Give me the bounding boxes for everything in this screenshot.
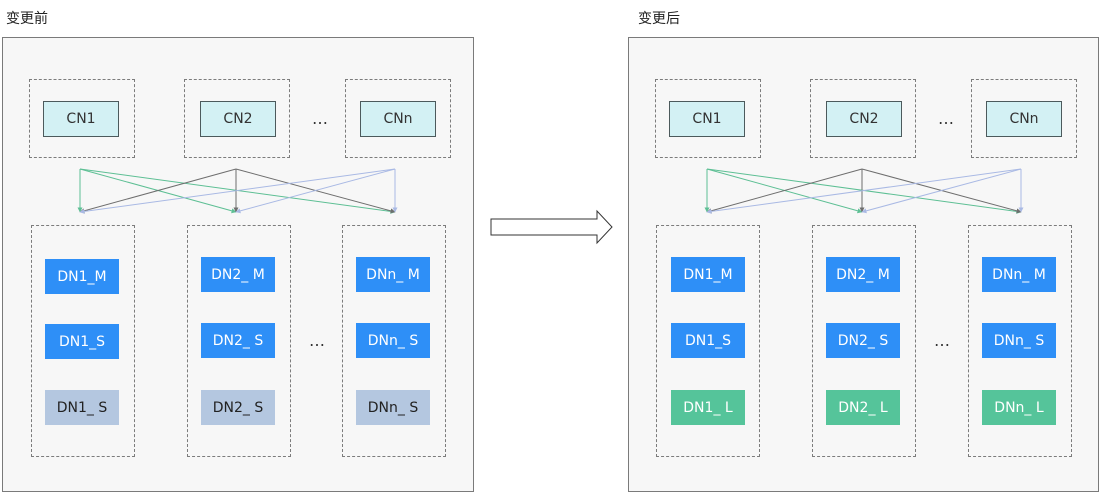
after-cnn-node: CNn <box>986 101 1062 137</box>
after-dn1-log: DN1_ L <box>671 390 745 425</box>
before-cnn-node: CNn <box>360 101 436 137</box>
after-dn2-standby: DN2_ S <box>826 323 900 358</box>
after-dn1-primary: DN1_M <box>671 257 745 292</box>
before-dn1-group: DN1_M DN1_S DN1_ S <box>31 225 135 457</box>
before-dnn-secondary: DNn_ S <box>356 390 430 425</box>
after-dnn-group: DNn_ M DNn_ S DNn_ L <box>968 225 1072 457</box>
before-cn2-node: CN2 <box>200 101 276 137</box>
before-cnn-group: CNn <box>345 79 451 158</box>
before-cnn-links <box>79 168 398 214</box>
after-cn2-group: CN2 <box>810 79 916 158</box>
after-dn-ellipsis: … <box>934 331 951 350</box>
after-dnn-log: DNn_ L <box>982 390 1056 425</box>
before-dnn-primary: DNn_ M <box>356 257 430 292</box>
after-cnn-group: CNn <box>971 79 1077 158</box>
before-title: 变更前 <box>6 11 48 27</box>
before-dn2-standby: DN2_ S <box>201 323 275 358</box>
before-panel: CN1 CN2 … CNn DN1_M DN1_S DN1_ S DN2_ M … <box>2 37 474 492</box>
after-cn2-node: CN2 <box>826 101 902 137</box>
after-cn1-node: CN1 <box>669 101 745 137</box>
before-dnn-group: DNn_ M DNn_ S DNn_ S <box>342 225 446 457</box>
transition-arrow-icon <box>490 209 613 245</box>
after-title: 变更后 <box>638 11 680 27</box>
after-cnn-links <box>706 168 1024 214</box>
after-dn2-log: DN2_ L <box>826 390 900 425</box>
before-dn1-standby: DN1_S <box>45 324 119 359</box>
before-dn2-secondary: DN2_ S <box>201 390 275 425</box>
before-dnn-standby: DNn_ S <box>356 323 430 358</box>
after-dn1-group: DN1_M DN1_S DN1_ L <box>656 225 760 457</box>
before-dn2-primary: DN2_ M <box>201 257 275 292</box>
before-cn1-group: CN1 <box>29 79 135 158</box>
after-cn-ellipsis: … <box>938 109 955 128</box>
before-dn1-primary: DN1_M <box>45 259 119 294</box>
after-dnn-standby: DNn_ S <box>982 323 1056 358</box>
after-dn2-primary: DN2_ M <box>826 257 900 292</box>
before-dn1-secondary: DN1_ S <box>45 390 119 425</box>
before-dn-ellipsis: … <box>309 331 326 350</box>
before-cn2-group: CN2 <box>184 79 290 158</box>
after-panel: CN1 CN2 … CNn DN1_M DN1_S DN1_ L DN2_ M … <box>628 37 1099 492</box>
before-dn2-group: DN2_ M DN2_ S DN2_ S <box>187 225 291 457</box>
after-cn1-group: CN1 <box>655 79 761 158</box>
before-cn1-node: CN1 <box>43 101 119 137</box>
after-dnn-primary: DNn_ M <box>982 257 1056 292</box>
after-dn2-group: DN2_ M DN2_ S DN2_ L <box>812 225 916 457</box>
before-cn-ellipsis: … <box>312 109 329 128</box>
after-dn1-standby: DN1_S <box>671 323 745 358</box>
